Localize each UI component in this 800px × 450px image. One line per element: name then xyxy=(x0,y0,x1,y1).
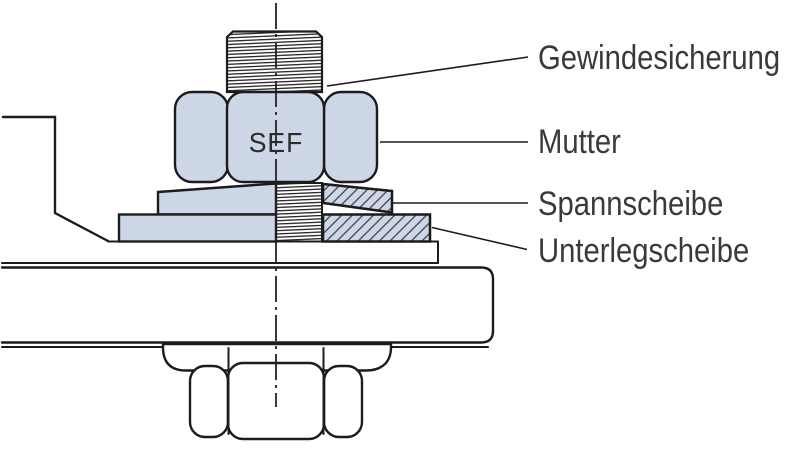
washer-cut-half xyxy=(321,213,432,243)
nut xyxy=(173,90,379,184)
label-nut: Mutter xyxy=(538,123,621,161)
label-clamping-washer: Spannscheibe xyxy=(538,185,724,223)
clamping-washer-cut-half xyxy=(321,182,394,214)
clamped-part-edge-outline xyxy=(1,115,110,243)
bottom-bolt-head xyxy=(161,342,393,441)
upper-clamped-sheet xyxy=(1,240,439,264)
bolt-head-right-facet xyxy=(322,364,364,439)
nut-left-facet xyxy=(173,90,230,184)
washer-front-half xyxy=(117,213,278,243)
nut-right-facet xyxy=(322,90,379,184)
label-washer: Unterlegscheibe xyxy=(538,232,750,270)
bolt-head-left-facet xyxy=(188,364,230,439)
nut-marking: SEF xyxy=(248,127,304,158)
label-thread-locking: Gewindesicherung xyxy=(538,39,781,77)
bolt-head-flange xyxy=(161,342,393,372)
threaded-stud xyxy=(225,30,324,94)
base-plate xyxy=(0,266,495,344)
clamping-washer-front-half xyxy=(156,182,278,216)
thread-section-cut xyxy=(275,182,323,243)
leader-line-thread-locking xyxy=(326,56,529,87)
leader-line-washer xyxy=(431,226,528,251)
